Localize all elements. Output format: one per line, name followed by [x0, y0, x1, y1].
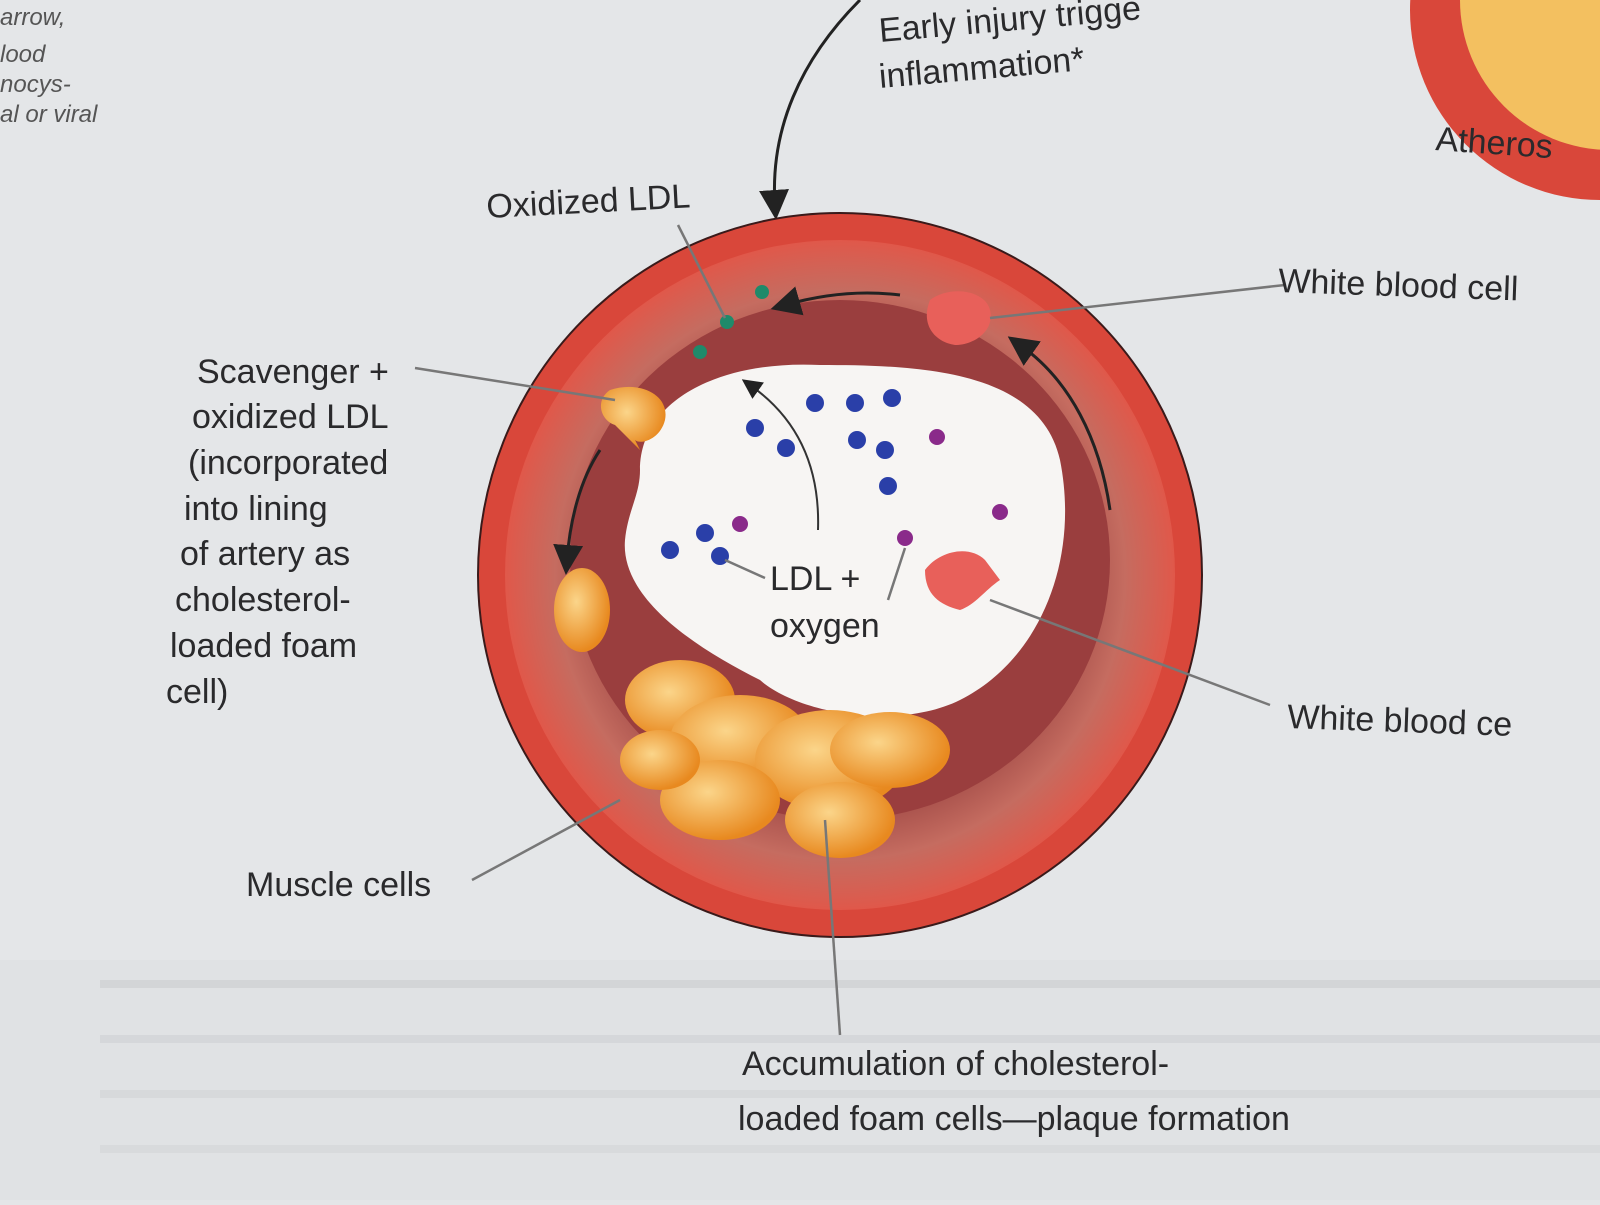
oxidized-ldl-particles [693, 285, 769, 359]
scavenger-line-8: cell) [166, 673, 228, 711]
inflammation-label-2: inflammation* [877, 40, 1086, 96]
inflammation-arrow [759, 0, 862, 220]
leader-lines [414, 224, 1286, 1036]
oxygen-label: oxygen [770, 607, 880, 645]
atheros-label: Atheros [1434, 120, 1554, 166]
foam-cells-plaque [620, 660, 950, 858]
scavenger-line-6: cholesterol- [175, 581, 351, 619]
white-blood-cell-bottom-label: White blood ce [1287, 698, 1513, 744]
ldl-particles [661, 389, 901, 565]
ldl-label: LDL + [770, 560, 860, 598]
side-text-2: lood [0, 41, 46, 68]
white-blood-cell-top-label: White blood cell [1278, 262, 1519, 308]
scavenger-line-7: loaded foam [170, 627, 357, 665]
foam-cell [554, 568, 610, 652]
muscle-cells-label: Muscle cells [246, 866, 431, 904]
oxidized-ldl-label: Oxidized LDL [485, 177, 691, 226]
plaque-label-2: loaded foam cells—plaque formation [738, 1100, 1290, 1138]
artery-cross-section [477, 212, 1203, 938]
white-blood-cell-top [926, 291, 991, 345]
lumen [624, 364, 1066, 717]
side-text-3: nocys- [0, 71, 71, 98]
scavenger-line-2: oxidized LDL [192, 398, 389, 436]
oxygen-particles [732, 429, 1008, 546]
inflammation-label-1: Early injury trigge [877, 0, 1142, 50]
scavenger-line-4: into lining [184, 490, 328, 528]
atherosclerosis-artery-fragment [1410, 0, 1600, 200]
scavenger-cell [600, 386, 666, 450]
white-blood-cell-bottom [925, 551, 1000, 610]
plaque-label-1: Accumulation of cholesterol- [742, 1045, 1169, 1083]
side-text-1: arrow, [0, 4, 65, 31]
background-text [0, 960, 1600, 1200]
scavenger-line-1: Scavenger + [197, 353, 389, 391]
scavenger-line-5: of artery as [180, 535, 350, 573]
side-text-4: al or viral [0, 101, 98, 128]
scavenger-line-3: (incorporated [188, 444, 388, 482]
scavenger-label: Scavenger + oxidized LDL (incorporated i… [166, 353, 389, 711]
